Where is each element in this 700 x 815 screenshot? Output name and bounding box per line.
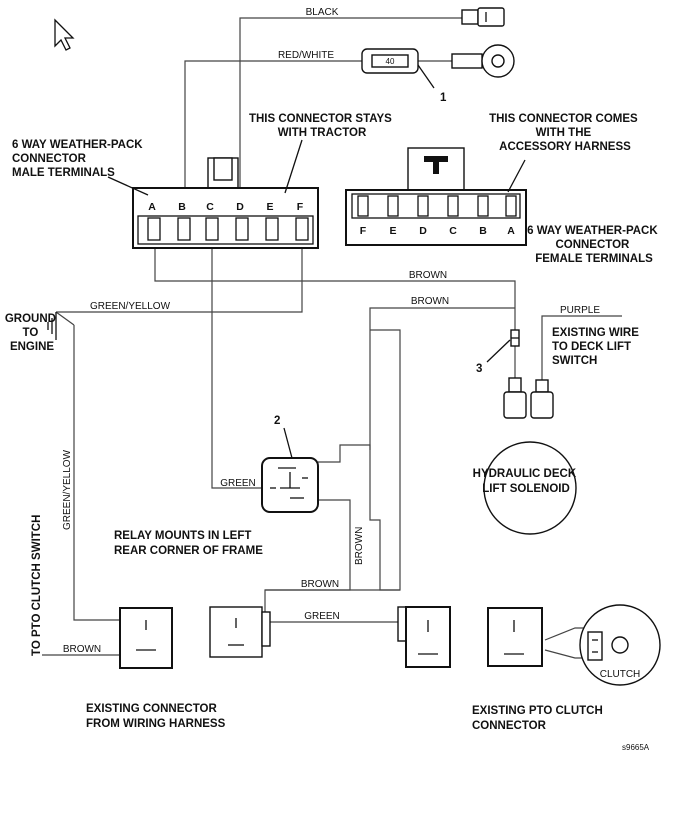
- fuse-number: 1: [440, 92, 447, 104]
- green-yellow-vertical-wire: [73, 325, 146, 635]
- hydraulic-solenoid: [483, 441, 577, 535]
- black-wire: [239, 17, 462, 205]
- male-pin-d: D: [236, 201, 244, 213]
- mid-connector-left: [209, 606, 271, 658]
- wires: [42, 17, 622, 659]
- relay-mount-label: RELAY MOUNTS IN LEFT REAR CORNER OF FRAM…: [114, 530, 263, 557]
- brown-lower-label: BROWN: [411, 296, 449, 307]
- diode-connector-left: [503, 377, 527, 419]
- black-label: BLACK: [306, 7, 339, 18]
- purple-label: PURPLE: [560, 305, 600, 316]
- green-wire-relay: [211, 246, 262, 489]
- female-pin-d: D: [419, 225, 427, 237]
- existing-harness-connector: [119, 607, 173, 669]
- brown-wire-lower: [369, 307, 515, 450]
- male-pin-a: A: [148, 201, 156, 213]
- comes-with-harness-label: THIS CONNECTOR COMES WITH THE ACCESSORY …: [489, 113, 641, 153]
- female-pin-b: B: [479, 225, 487, 237]
- brown-mid-label: BROWN: [301, 579, 339, 590]
- green-yellow-vertical-label: GREEN/YELLOW: [62, 449, 73, 530]
- male-connector-label: 6 WAY WEATHER-PACK CONNECTOR MALE TERMIN…: [12, 139, 146, 179]
- green-yellow-label: GREEN/YELLOW: [90, 301, 171, 312]
- female-pin-slots: [357, 195, 517, 217]
- diode-number: 3: [476, 363, 482, 375]
- brown-vertical-wire: [369, 329, 401, 591]
- brown-vertical-label: BROWN: [354, 527, 365, 565]
- ground-label: GROUND TO ENGINE: [5, 313, 59, 353]
- relay-leader: [283, 427, 293, 459]
- male-pin-c: C: [206, 201, 214, 213]
- diode-leader: [486, 339, 511, 363]
- stays-label-leader: [284, 139, 303, 194]
- pto-switch-label: TO PTO CLUTCH SWITCH: [31, 515, 43, 656]
- clutch-label: CLUTCH: [600, 669, 641, 680]
- stays-with-tractor-label: THIS CONNECTOR STAYS WITH TRACTOR: [249, 113, 395, 139]
- relay-number: 2: [274, 415, 280, 427]
- green-relay-label: GREEN: [220, 478, 256, 489]
- female-connector: F E D C B A: [345, 147, 527, 246]
- pto-clutch-connector: [487, 607, 543, 667]
- mid-connector-right: [397, 606, 451, 668]
- deck-lift-connector: [530, 379, 554, 419]
- spade-terminal: [461, 7, 505, 27]
- comes-label-leader: [507, 159, 526, 193]
- ring-terminal: [451, 44, 515, 78]
- fuse: 40: [361, 48, 419, 74]
- brown-wire-upper: [154, 246, 516, 330]
- brown-upper-label: BROWN: [409, 270, 447, 281]
- clutch: CLUTCH: [579, 604, 661, 686]
- fuse-value: 40: [386, 57, 395, 66]
- green-yellow-wire: [56, 246, 303, 313]
- female-pin-a: A: [507, 225, 515, 237]
- male-label-leader: [107, 176, 149, 196]
- male-pin-b: B: [178, 201, 186, 213]
- ground-lead: [55, 311, 75, 326]
- female-pin-e: E: [389, 225, 396, 237]
- red-white-wire: [184, 60, 362, 205]
- mouse-cursor-icon: [54, 18, 75, 51]
- existing-wire-label: EXISTING WIRE TO DECK LIFT SWITCH: [552, 327, 642, 367]
- male-pin-slots: [147, 217, 309, 241]
- solenoid-label: HYDRAULIC DECK LIFT SOLENOID: [473, 468, 580, 495]
- female-pin-f: F: [360, 225, 367, 237]
- green-mid-label: GREEN: [304, 611, 340, 622]
- existing-connector-label: EXISTING CONNECTOR FROM WIRING HARNESS: [86, 703, 226, 730]
- brown-bottom-label: BROWN: [63, 644, 101, 655]
- female-connector-label: 6 WAY WEATHER-PACK CONNECTOR FEMALE TERM…: [527, 225, 661, 265]
- purple-wire: [541, 315, 622, 380]
- male-connector: A B C D E F: [132, 157, 319, 249]
- female-pin-c: C: [449, 225, 457, 237]
- relay-out-wire: [318, 444, 371, 463]
- figure-id: s9665A: [622, 743, 650, 752]
- relay-down-wire: [264, 499, 351, 612]
- ground-symbol-icon: [47, 312, 57, 340]
- pto-connector-label: EXISTING PTO CLUTCH CONNECTOR: [472, 705, 606, 732]
- diode: [510, 329, 520, 347]
- relay: [261, 457, 319, 513]
- red-white-label: RED/WHITE: [278, 50, 334, 61]
- fuse-leader: [417, 64, 435, 89]
- male-pin-f: F: [297, 201, 304, 213]
- male-pin-e: E: [266, 201, 273, 213]
